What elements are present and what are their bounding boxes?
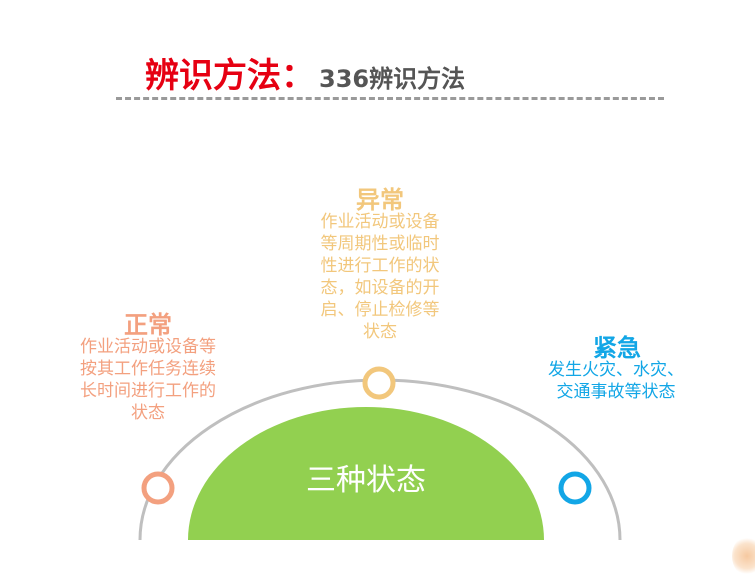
emergency-description: 发生火灾、水灾、 交通事故等状态	[526, 359, 706, 403]
abnormal-line: 态，如设备的开	[320, 278, 440, 298]
title-subtitle: 336辨识方法	[319, 65, 466, 93]
normal-line: 长时间进行工作的	[80, 381, 216, 401]
abnormal-line: 启、停止检修等	[320, 300, 440, 320]
abnormal-line: 等周期性或临时	[320, 234, 440, 254]
normal-line: 状态	[131, 403, 165, 423]
abnormal-line: 状态	[363, 322, 397, 342]
abnormal-line: 性进行工作的状	[320, 256, 440, 276]
emergency-node	[558, 471, 592, 505]
normal-line: 按其工作任务连续	[80, 359, 216, 379]
normal-heading: 正常	[124, 311, 172, 339]
emergency-line: 交通事故等状态	[556, 382, 676, 402]
abnormal-line: 作业活动或设备	[320, 212, 440, 232]
abnormal-description: 作业活动或设备 等周期性或临时 性进行工作的状 态，如设备的开 启、停止检修等 …	[295, 211, 465, 343]
normal-line: 作业活动或设备等	[80, 337, 216, 357]
center-dome	[188, 407, 544, 540]
emergency-line: 发生火灾、水灾、	[548, 360, 684, 380]
abnormal-heading: 异常	[356, 186, 404, 214]
normal-node	[141, 471, 175, 505]
title-divider	[116, 97, 664, 100]
normal-description: 作业活动或设备等 按其工作任务连续 长时间进行工作的 状态	[58, 336, 238, 424]
abnormal-node	[362, 366, 396, 400]
page-title: 辨识方法： 336辨识方法	[145, 48, 465, 98]
title-main: 辨识方法：	[145, 56, 315, 96]
emergency-heading: 紧急	[593, 334, 641, 362]
decorative-flower-icon	[732, 536, 755, 576]
center-label: 三种状态	[306, 463, 426, 498]
